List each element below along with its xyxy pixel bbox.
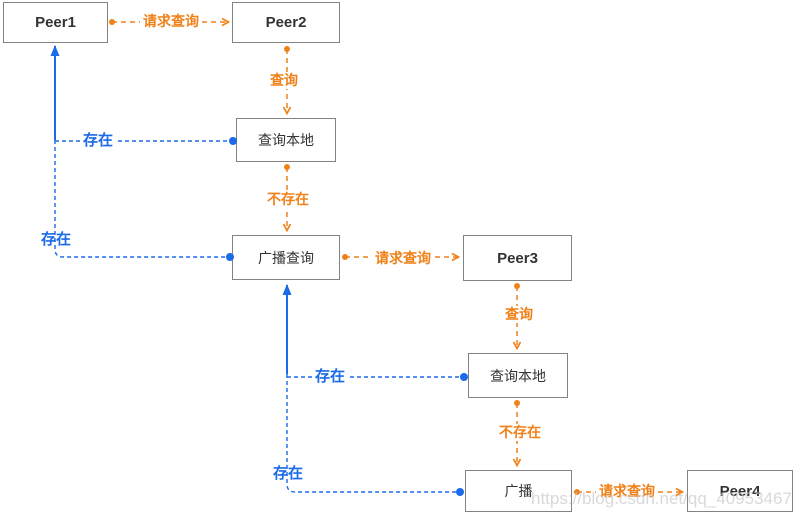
edge-source-dot [514, 400, 520, 406]
edge-source-dot [284, 164, 290, 170]
edge-endpoint-dot [456, 488, 464, 496]
edge-label-request-query-1: 请求查询 [140, 13, 202, 30]
edge-label-exists-1: 存在 [80, 132, 117, 149]
edge-exists-broadcast-query-to-peer1 [54, 140, 226, 258]
edge-source-dot [109, 19, 115, 25]
node-peer3: Peer3 [463, 235, 572, 281]
node-query-local-1: 查询本地 [236, 118, 336, 162]
node-peer4: Peer4 [687, 470, 793, 512]
edge-label-request-query-2: 请求查询 [372, 250, 434, 267]
node-peer2: Peer2 [232, 2, 340, 43]
node-peer1: Peer1 [3, 2, 108, 43]
edge-label-not-exists-1: 不存在 [264, 191, 312, 208]
edge-label-query-1: 查询 [267, 72, 301, 89]
edge-label-exists-2: 存在 [41, 231, 72, 248]
edge-endpoint-dot [460, 373, 468, 381]
watermark: https://blog.csdn.net/qq_40953467 [531, 489, 792, 508]
edge-source-dot [342, 254, 348, 260]
edge-source-dot [284, 46, 290, 52]
node-broadcast-query: 广播查询 [232, 235, 340, 280]
edge-label-not-exists-2: 不存在 [496, 424, 544, 441]
edge-source-dot [514, 283, 520, 289]
node-query-local-2: 查询本地 [468, 353, 568, 398]
edge-exists-broadcast-to-broadcast-query [286, 374, 456, 493]
edge-label-query-2: 查询 [502, 306, 536, 323]
node-broadcast: 广播 [465, 470, 572, 512]
edge-label-exists-4: 存在 [273, 465, 304, 482]
edge-label-exists-3: 存在 [312, 368, 349, 385]
